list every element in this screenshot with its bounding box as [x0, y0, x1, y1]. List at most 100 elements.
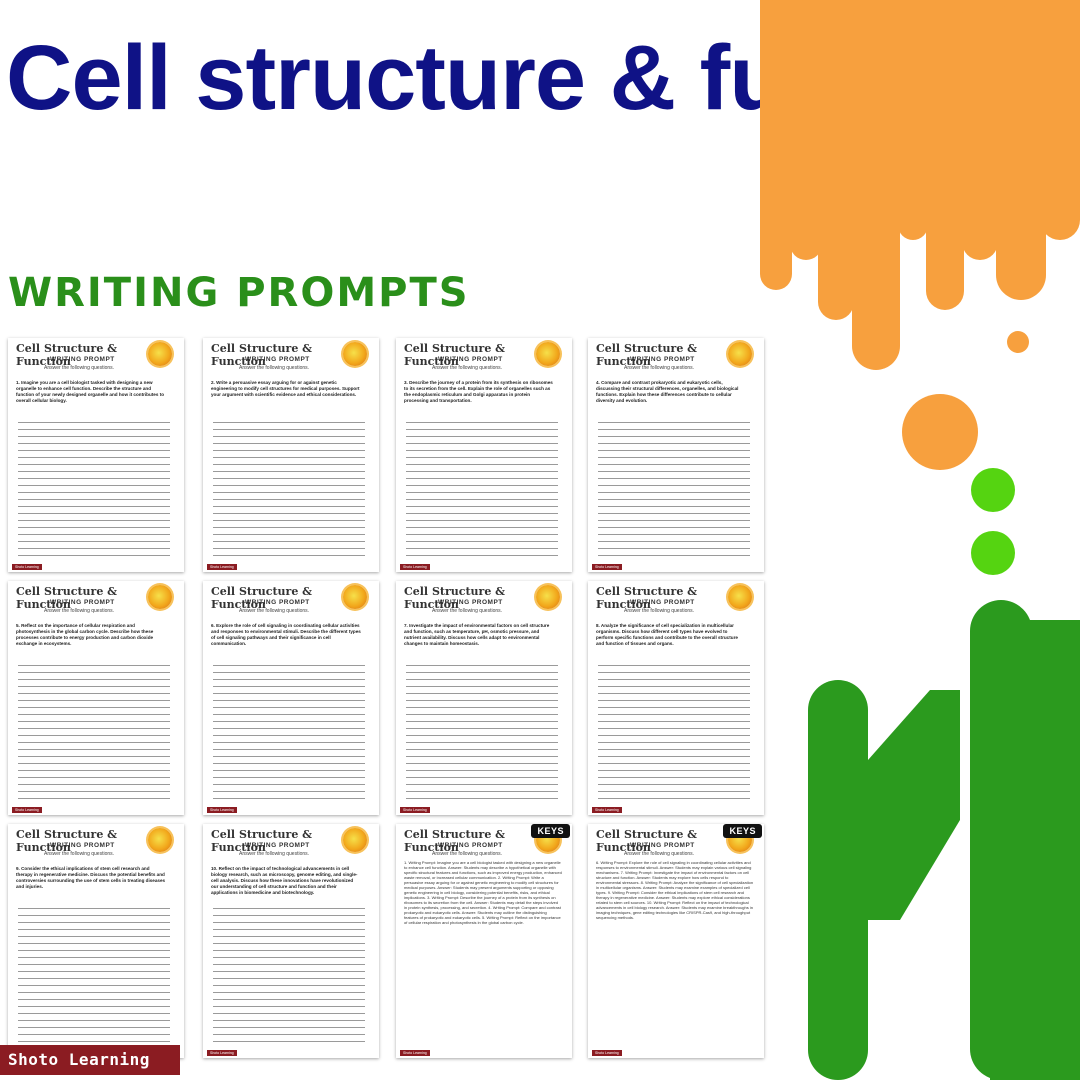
page-footer-brand: Shoto Learning	[207, 807, 237, 813]
green-shapes	[808, 600, 1080, 1080]
answer-lines	[18, 902, 170, 1048]
page-subheading: WRITING PROMPT	[630, 356, 695, 363]
page-subheading: WRITING PROMPT	[245, 356, 310, 363]
page-subheading: WRITING PROMPT	[245, 599, 310, 606]
page-instruction: Answer the following questions.	[239, 608, 310, 614]
page-question: 10. Reflect on the impact of technologic…	[211, 866, 358, 895]
page-instruction: Answer the following questions.	[624, 851, 695, 857]
page-question: 2. Write a persuasive essay arguing for …	[211, 380, 360, 397]
page-instruction: Answer the following questions.	[624, 608, 695, 614]
page-instruction: Answer the following questions.	[432, 365, 503, 371]
page-footer-brand: Shoto Learning	[400, 807, 430, 813]
orange-dot-small	[1007, 331, 1029, 353]
page-question: 8. Analyze the significance of cell spec…	[596, 623, 738, 646]
page-instruction: Answer the following questions.	[432, 608, 503, 614]
page-question: 9. Consider the ethical implications of …	[16, 866, 166, 889]
page-heading: Cell Structure & Function	[16, 342, 118, 368]
page-instruction: Answer the following questions.	[432, 851, 503, 857]
keys-badge: KEYS	[531, 824, 570, 838]
page-heading: Cell Structure & Function	[211, 585, 313, 611]
cell-illustration	[148, 342, 172, 366]
page-heading: Cell Structure & Function	[596, 828, 698, 854]
brand-label: Shoto Learning	[0, 1045, 180, 1075]
answer-lines	[598, 659, 750, 805]
page-question: 4. Compare and contrast prokaryotic and …	[596, 380, 739, 403]
page-subheading: WRITING PROMPT	[245, 842, 310, 849]
page-footer-brand: Shoto Learning	[12, 564, 42, 570]
answer-lines	[598, 416, 750, 562]
page-instruction: Answer the following questions.	[44, 608, 115, 614]
cell-illustration	[148, 828, 172, 852]
page-instruction: Answer the following questions.	[44, 851, 115, 857]
answer-lines	[213, 902, 365, 1048]
page-heading: Cell Structure & Function	[404, 585, 506, 611]
page-instruction: Answer the following questions.	[239, 365, 310, 371]
page-question: 1. Imagine you are a cell biologist task…	[16, 380, 165, 403]
page-heading: Cell Structure & Function	[16, 585, 118, 611]
page-heading: Cell Structure & Function	[404, 342, 506, 368]
page-footer-brand: Shoto Learning	[592, 564, 622, 570]
answer-lines	[406, 416, 558, 562]
page-footer-brand: Shoto Learning	[400, 1050, 430, 1056]
answer-lines	[18, 416, 170, 562]
page-footer-brand: Shoto Learning	[592, 807, 622, 813]
cell-illustration	[343, 828, 367, 852]
orange-dot-large	[902, 394, 978, 470]
lime-dots	[971, 468, 1015, 575]
cell-illustration	[728, 342, 752, 366]
page-subheading: WRITING PROMPT	[630, 842, 695, 849]
page-subheading: WRITING PROMPT	[50, 599, 115, 606]
cell-illustration	[728, 585, 752, 609]
page-heading: Cell Structure & Function	[211, 342, 313, 368]
page-heading: Cell Structure & Function	[211, 828, 313, 854]
page-footer-brand: Shoto Learning	[592, 1050, 622, 1056]
page-heading: Cell Structure & Function	[596, 342, 698, 368]
page-question: 5. Reflect on the importance of cellular…	[16, 623, 154, 646]
keys-badge: KEYS	[723, 824, 762, 838]
page-instruction: Answer the following questions.	[624, 365, 695, 371]
answer-lines	[213, 659, 365, 805]
page-question: 1. Writing Prompt: Imagine you are a cel…	[404, 860, 562, 925]
cell-illustration	[343, 585, 367, 609]
page-footer-brand: Shoto Learning	[400, 564, 430, 570]
page-subheading: WRITING PROMPT	[630, 599, 695, 606]
page-subheading: WRITING PROMPT	[438, 599, 503, 606]
page-instruction: Answer the following questions.	[239, 851, 310, 857]
page-heading: Cell Structure & Function	[404, 828, 506, 854]
page-footer-brand: Shoto Learning	[12, 807, 42, 813]
cell-illustration	[343, 342, 367, 366]
answer-lines	[18, 659, 170, 805]
page-subtitle: WRITING PROMPTS	[8, 270, 470, 316]
page-question: 3. Describe the journey of a protein fro…	[404, 380, 553, 403]
cell-illustration	[536, 342, 560, 366]
page-subheading: WRITING PROMPT	[438, 842, 503, 849]
page-question: 6. Writing Prompt: Explore the role of c…	[596, 860, 754, 920]
page-subheading: WRITING PROMPT	[50, 356, 115, 363]
page-subheading: WRITING PROMPT	[438, 356, 503, 363]
page-instruction: Answer the following questions.	[44, 365, 115, 371]
cell-illustration	[536, 585, 560, 609]
page-heading: Cell Structure & Function	[596, 585, 698, 611]
page-question: 7. Investigate the impact of environment…	[404, 623, 550, 646]
answer-lines	[406, 659, 558, 805]
page-subheading: WRITING PROMPT	[50, 842, 115, 849]
page-question: 6. Explore the role of cell signaling in…	[211, 623, 361, 646]
answer-lines	[213, 416, 365, 562]
page-footer-brand: Shoto Learning	[207, 1050, 237, 1056]
page-footer-brand: Shoto Learning	[207, 564, 237, 570]
cell-illustration	[148, 585, 172, 609]
orange-drips	[760, 0, 1080, 470]
